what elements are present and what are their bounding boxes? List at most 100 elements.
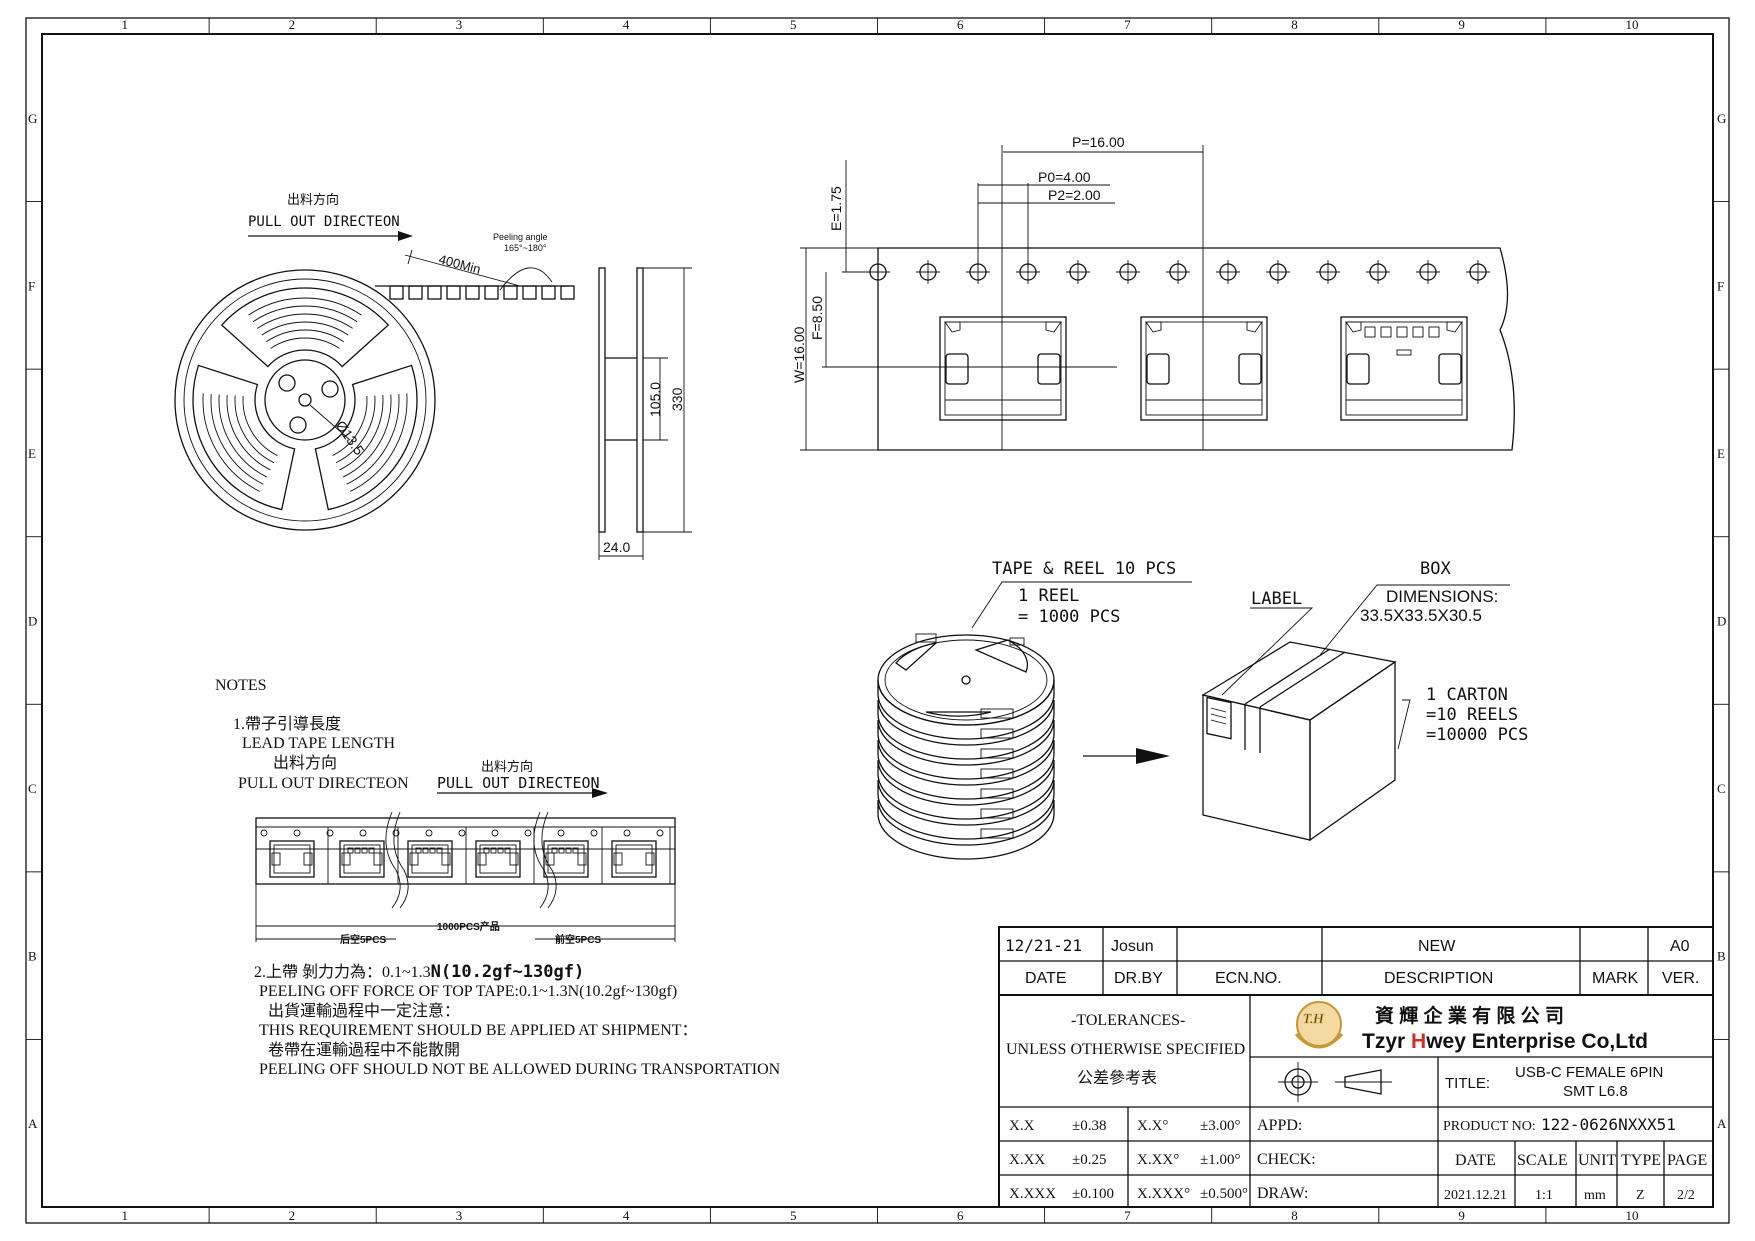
drawing-scale: 1:1 — [1535, 1188, 1553, 1203]
tape-reel-label: TAPE & REEL 10 PCS — [992, 559, 1176, 579]
carton-line1: 1 CARTON — [1426, 685, 1508, 705]
frame-row-label: E — [1717, 446, 1725, 461]
carton-box — [1201, 641, 1397, 842]
reel-spokes — [192, 287, 418, 511]
frame-row-label: B — [28, 949, 37, 964]
strip-breaks — [385, 811, 557, 909]
frame-column-label: 9 — [1458, 17, 1465, 32]
outer-dia-label: 330 — [669, 387, 685, 411]
note1-cn: 1.帶子引導長度 — [233, 714, 341, 733]
frame-column-label: 3 — [456, 1208, 463, 1223]
w-dim-label: W=16.00 — [791, 326, 807, 383]
strip-direction-cn: 出料方向 — [481, 759, 533, 774]
frame-column-label: 7 — [1124, 17, 1131, 32]
hdr-ecn: ECN.NO. — [1215, 970, 1282, 987]
p2-dim-label: P2=2.00 — [1048, 187, 1101, 203]
rev-description: NEW — [1418, 938, 1456, 955]
p-dim-label: P=16.00 — [1072, 134, 1125, 150]
note1-direction-en: PULL OUT DIRECTEON — [238, 775, 409, 792]
label-leader — [1221, 607, 1314, 696]
reel-cn-direction: 出料方向 — [287, 192, 339, 207]
company-name-en: Tzyr Hwey Enterprise Co,Ltd — [1362, 1030, 1648, 1053]
reel-center-hole — [298, 393, 312, 407]
hdr-drawn-by: DR.BY — [1114, 970, 1163, 987]
hdr-mark: MARK — [1592, 970, 1639, 987]
frame-column-label: 9 — [1458, 1208, 1465, 1223]
hub-drive-holes — [278, 374, 339, 434]
box-leader — [1319, 584, 1510, 656]
note2-cn: 2.上帶 剝力力為：0.1~1.3N(10.2gf~130gf) — [254, 962, 584, 982]
tolerance-cell: X.X — [1009, 1118, 1035, 1134]
note1-direction-cn: 出料方向 — [273, 754, 337, 772]
drawing-unit: mm — [1584, 1188, 1606, 1203]
frame-column-label: 8 — [1291, 17, 1298, 32]
frame-column-label: 2 — [289, 1208, 296, 1223]
frame-row-label: G — [28, 111, 37, 126]
strip-lead-label: 前空5PCS — [555, 933, 601, 946]
tolerance-cell: ±0.38 — [1072, 1118, 1106, 1134]
box-dims-value: 33.5X33.5X30.5 — [1360, 606, 1482, 625]
frame-column-label: 4 — [623, 1208, 630, 1223]
packing-arrow-head — [1136, 748, 1170, 764]
pull-arrow-head — [398, 231, 413, 241]
frame-column-label: 5 — [790, 1208, 797, 1223]
frame-row-label: C — [1717, 781, 1726, 796]
tolerance-cell: X.XX — [1009, 1152, 1045, 1168]
hdr-page: PAGE — [1667, 1152, 1707, 1169]
strip-cells — [260, 827, 671, 884]
f-dim-label: F=8.50 — [809, 296, 825, 340]
drawing-date: 2021.12.21 — [1444, 1188, 1507, 1203]
tolerances-cn: 公差參考表 — [1077, 1069, 1157, 1087]
note4-cn: 卷帶在運輸過程中不能散開 — [268, 1041, 460, 1059]
company-name-cn: 資 輝 企 業 有 限 公 司 — [1375, 1004, 1564, 1027]
product-no-label: PRODUCT NO: — [1443, 1119, 1536, 1134]
tolerance-cell: X.XX° — [1137, 1152, 1179, 1168]
strip-trail-label: 后空5PCS — [340, 933, 386, 946]
tolerances-heading: -TOLERANCES- — [1071, 1012, 1185, 1029]
hdr-version: VER. — [1662, 970, 1699, 987]
tolerance-cell: X.X° — [1137, 1118, 1168, 1134]
carton-line2: =10 REELS — [1426, 705, 1518, 725]
reel-flange-rim — [183, 278, 427, 522]
reel-hub — [264, 359, 346, 441]
min-length-label: 400Min — [437, 251, 482, 277]
title-line2: SMT L6.8 — [1563, 1083, 1628, 1100]
hdr-date2: DATE — [1455, 1152, 1496, 1169]
frame-row-label: C — [28, 781, 37, 796]
first-angle-projection-icon — [1278, 1062, 1392, 1102]
reel-width-label: 24.0 — [603, 539, 630, 555]
notes-heading: NOTES — [215, 677, 267, 694]
product-no-value: 122-0626NXXX51 — [1541, 1115, 1676, 1134]
hdr-type: TYPE — [1621, 1152, 1661, 1169]
peeling-angle-label: Peeling angle — [493, 232, 548, 242]
hub-dia-leader — [309, 404, 351, 441]
note4-en: PEELING OFF SHOULD NOT BE ALLOWED DURING… — [259, 1061, 781, 1078]
tolerance-cell: X.XXX° — [1137, 1186, 1190, 1202]
reel-count-line2: = 1000 PCS — [1018, 607, 1120, 627]
frame-column-label: 1 — [122, 1208, 129, 1223]
tape-detail: P=16.00 P0=4.00 P2=2.00 E=1.75 F=8.50 W=… — [791, 134, 1515, 451]
title-block: 12/21-21 Josun NEW A0 DATE DR.BY ECN.NO.… — [998, 926, 1714, 1208]
strip-direction-en: PULL OUT DIRECTEON — [437, 774, 600, 792]
rev-version: A0 — [1670, 938, 1690, 955]
strip-count-label: 1000PCS产品 — [437, 920, 500, 933]
title-label: TITLE: — [1445, 1075, 1490, 1092]
drawn-label: DRAW: — [1257, 1185, 1308, 1202]
carton-line3: =10000 PCS — [1426, 725, 1528, 745]
p0-dim-label: P0=4.00 — [1038, 169, 1091, 185]
tape-pockets — [939, 316, 1468, 421]
frame-row-label: F — [28, 278, 35, 293]
tolerance-cell: ±0.100 — [1072, 1186, 1114, 1202]
drawing-page: 2/2 — [1677, 1188, 1695, 1203]
checked-label: CHECK: — [1257, 1151, 1316, 1168]
packing-diagram: TAPE & REEL 10 PCS 1 REEL = 1000 PCS LAB… — [877, 559, 1528, 860]
tape-reel-leader — [971, 581, 1192, 629]
frame-column-label: 5 — [790, 17, 797, 32]
frame-column-label: 6 — [957, 1208, 964, 1223]
frame-column-label: 2 — [289, 17, 296, 32]
strip-arrow-head — [592, 788, 608, 798]
frame-row-label: A — [28, 1116, 38, 1131]
frame-row-label: E — [28, 446, 36, 461]
